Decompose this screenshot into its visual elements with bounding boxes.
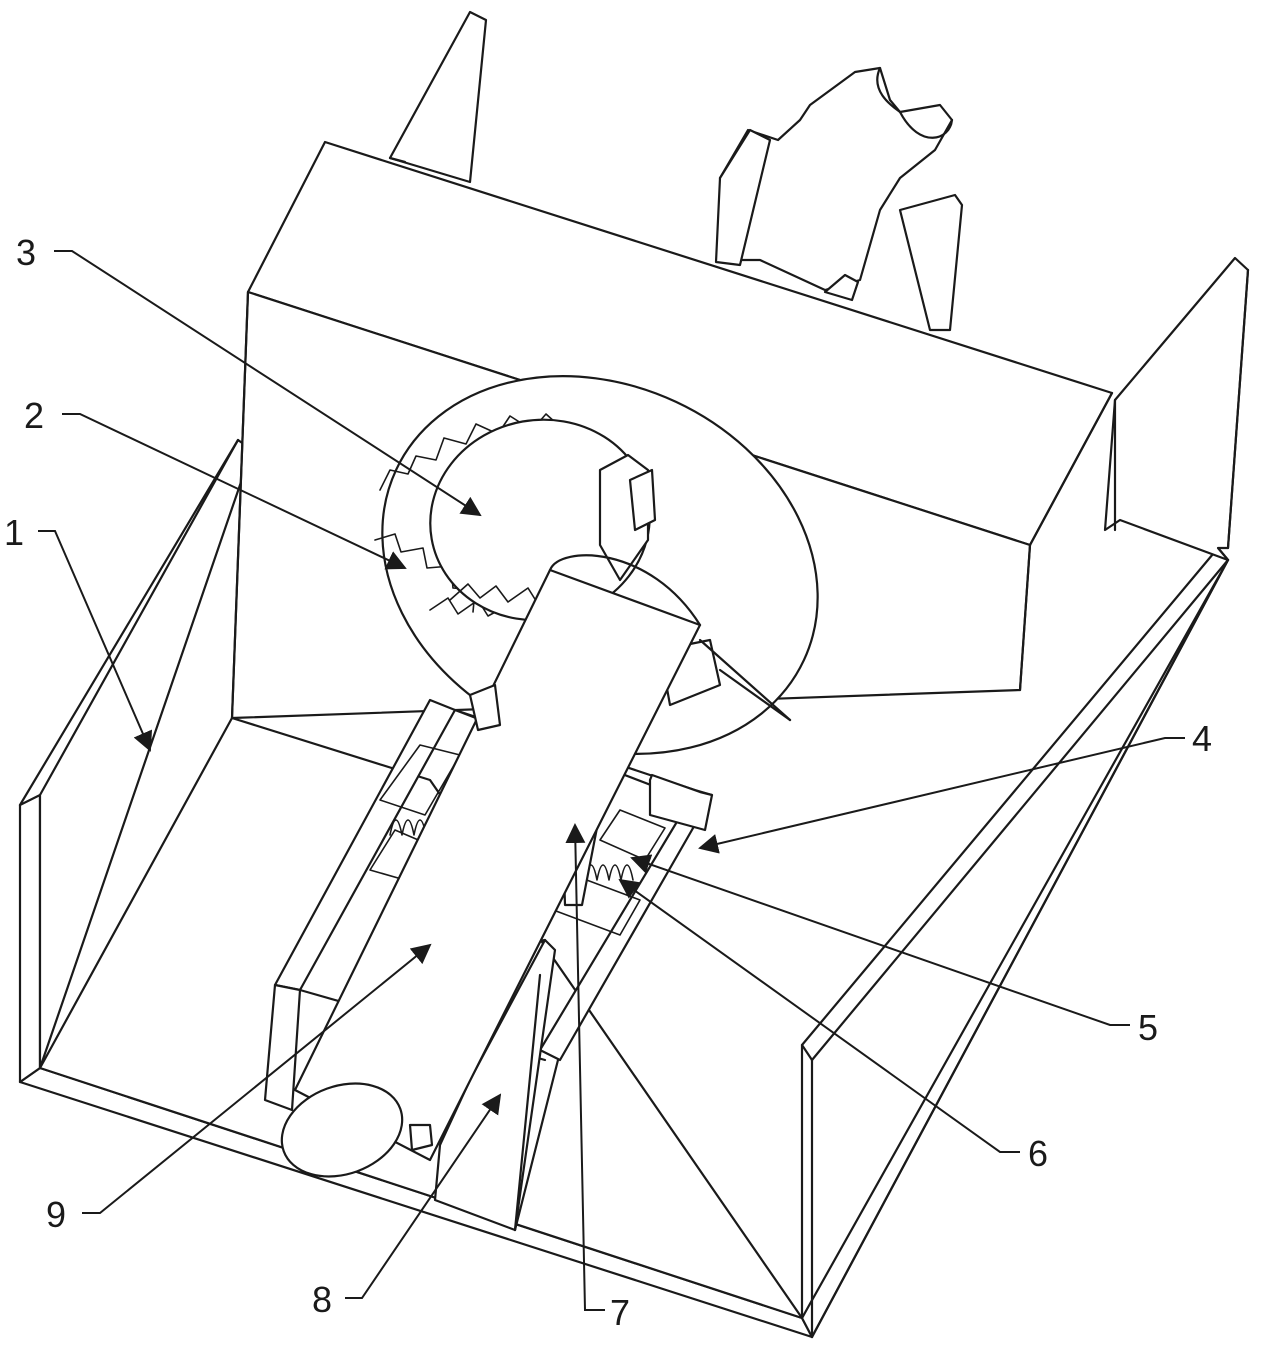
leader-4 xyxy=(698,737,1185,854)
rear-left-flange xyxy=(388,10,488,184)
leader-1 xyxy=(38,530,153,752)
leader-6 xyxy=(618,878,1020,1153)
callout-5: 5 xyxy=(1138,1007,1158,1048)
callout-3: 3 xyxy=(16,232,36,273)
rear-cylinder xyxy=(714,66,964,332)
callout-6: 6 xyxy=(1028,1133,1048,1174)
leader-2 xyxy=(62,413,407,570)
gear-housing xyxy=(374,375,819,755)
spring-right xyxy=(584,864,634,881)
lower-clamp-block xyxy=(433,938,560,1232)
callout-8: 8 xyxy=(312,1279,332,1320)
callout-9: 9 xyxy=(46,1194,66,1235)
main-shaft xyxy=(280,554,702,1178)
callout-7: 7 xyxy=(610,1292,630,1333)
callout-4: 4 xyxy=(1192,718,1212,759)
callout-2: 2 xyxy=(24,395,44,436)
leader-7 xyxy=(565,823,605,1311)
leader-3 xyxy=(54,250,482,517)
leader-9 xyxy=(82,943,432,1214)
leader-5 xyxy=(630,854,1130,1026)
callout-1: 1 xyxy=(4,512,24,553)
leader-8 xyxy=(345,1093,502,1299)
